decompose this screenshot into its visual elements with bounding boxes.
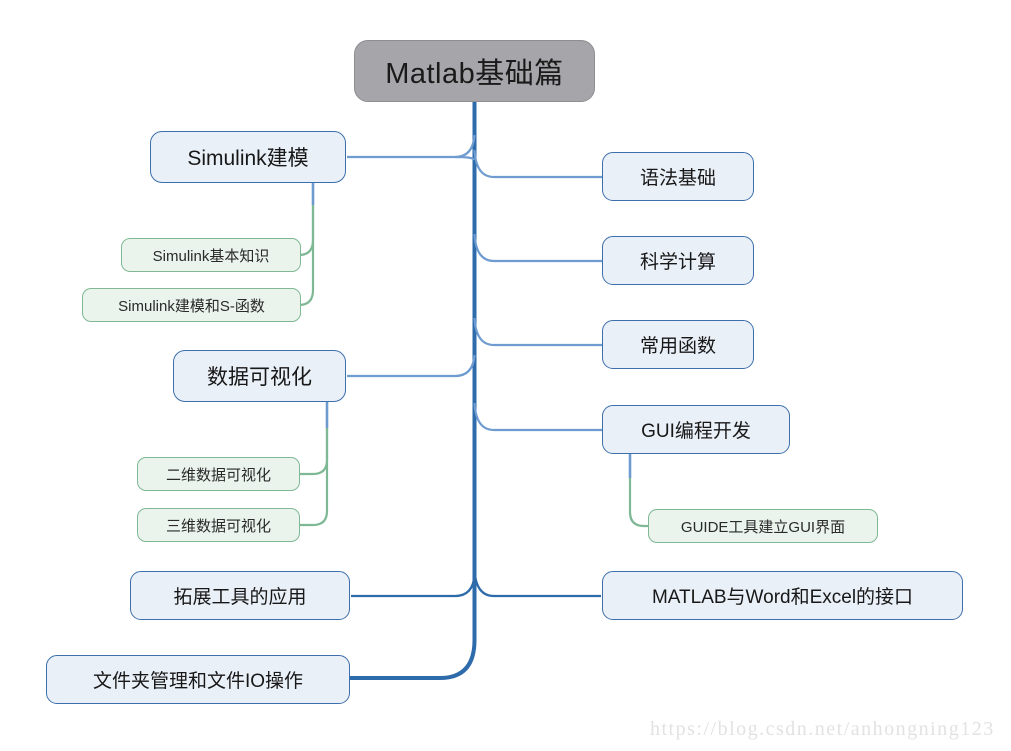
connector-left-dataviz xyxy=(347,354,476,378)
trunk-line xyxy=(348,100,477,680)
connector-simulink-child-2 xyxy=(298,205,315,307)
connector-dataviz-child-2 xyxy=(300,428,329,527)
branch-node-scientific-computing[interactable]: 科学计算 xyxy=(602,236,754,285)
leaf-node-label: Simulink建模和S-函数 xyxy=(118,297,265,315)
leaf-node-2d-visualization[interactable]: 二维数据可视化 xyxy=(137,457,300,491)
root-node-label: Matlab基础篇 xyxy=(385,58,564,90)
connector-right-interface xyxy=(473,569,601,598)
leaf-node-label: 二维数据可视化 xyxy=(165,466,271,484)
connector-right-science xyxy=(473,233,602,263)
connector-left-simulink xyxy=(347,155,476,161)
branch-node-label: GUI编程开发 xyxy=(641,421,751,442)
branch-node-label: 拓展工具的应用 xyxy=(173,587,307,608)
leaf-node-label: 三维数据可视化 xyxy=(165,517,271,535)
branch-node-label: 常用函数 xyxy=(639,336,716,357)
leaf-node-3d-visualization[interactable]: 三维数据可视化 xyxy=(137,508,300,542)
branch-node-extension-tools[interactable]: 拓展工具的应用 xyxy=(130,571,350,620)
branch-node-data-visualization[interactable]: 数据可视化 xyxy=(173,350,346,402)
branch-node-common-functions[interactable]: 常用函数 xyxy=(602,320,754,369)
branch-node-label: MATLAB与Word和Excel的接口 xyxy=(651,587,914,608)
connector-guide-child xyxy=(628,478,648,528)
branch-node-gui-development[interactable]: GUI编程开发 xyxy=(602,405,790,454)
connector-right-grammar xyxy=(473,149,602,179)
connector-right-functions xyxy=(473,317,602,347)
connector-simulink-child-1 xyxy=(298,205,315,257)
branch-node-simulink-modeling[interactable]: Simulink建模 xyxy=(150,131,346,183)
leaf-node-simulink-basics[interactable]: Simulink基本知识 xyxy=(121,238,301,272)
branch-node-label: 数据可视化 xyxy=(207,366,312,389)
branch-node-file-io[interactable]: 文件夹管理和文件IO操作 xyxy=(46,655,350,704)
leaf-node-label: GUIDE工具建立GUI界面 xyxy=(680,518,846,536)
leaf-node-label: Simulink基本知识 xyxy=(152,247,270,265)
branch-node-label: 文件夹管理和文件IO操作 xyxy=(92,671,304,692)
leaf-node-guide-tool[interactable]: GUIDE工具建立GUI界面 xyxy=(648,509,878,543)
root-node[interactable]: Matlab基础篇 xyxy=(354,40,595,102)
branch-node-syntax-basics[interactable]: 语法基础 xyxy=(602,152,754,201)
leaf-node-simulink-sfunction[interactable]: Simulink建模和S-函数 xyxy=(82,288,301,322)
branch-node-office-interface[interactable]: MATLAB与Word和Excel的接口 xyxy=(602,571,963,620)
watermark: https://blog.csdn.net/anhongning123 xyxy=(650,718,995,740)
branch-node-label: Simulink建模 xyxy=(187,147,309,170)
connector-left-simulink-curve xyxy=(454,134,476,159)
branch-node-label: 语法基础 xyxy=(639,168,716,189)
connector-left-tools xyxy=(351,574,476,598)
connector-dataviz-child-1 xyxy=(300,428,329,476)
connector-right-gui xyxy=(473,402,602,432)
branch-node-label: 科学计算 xyxy=(639,252,716,273)
